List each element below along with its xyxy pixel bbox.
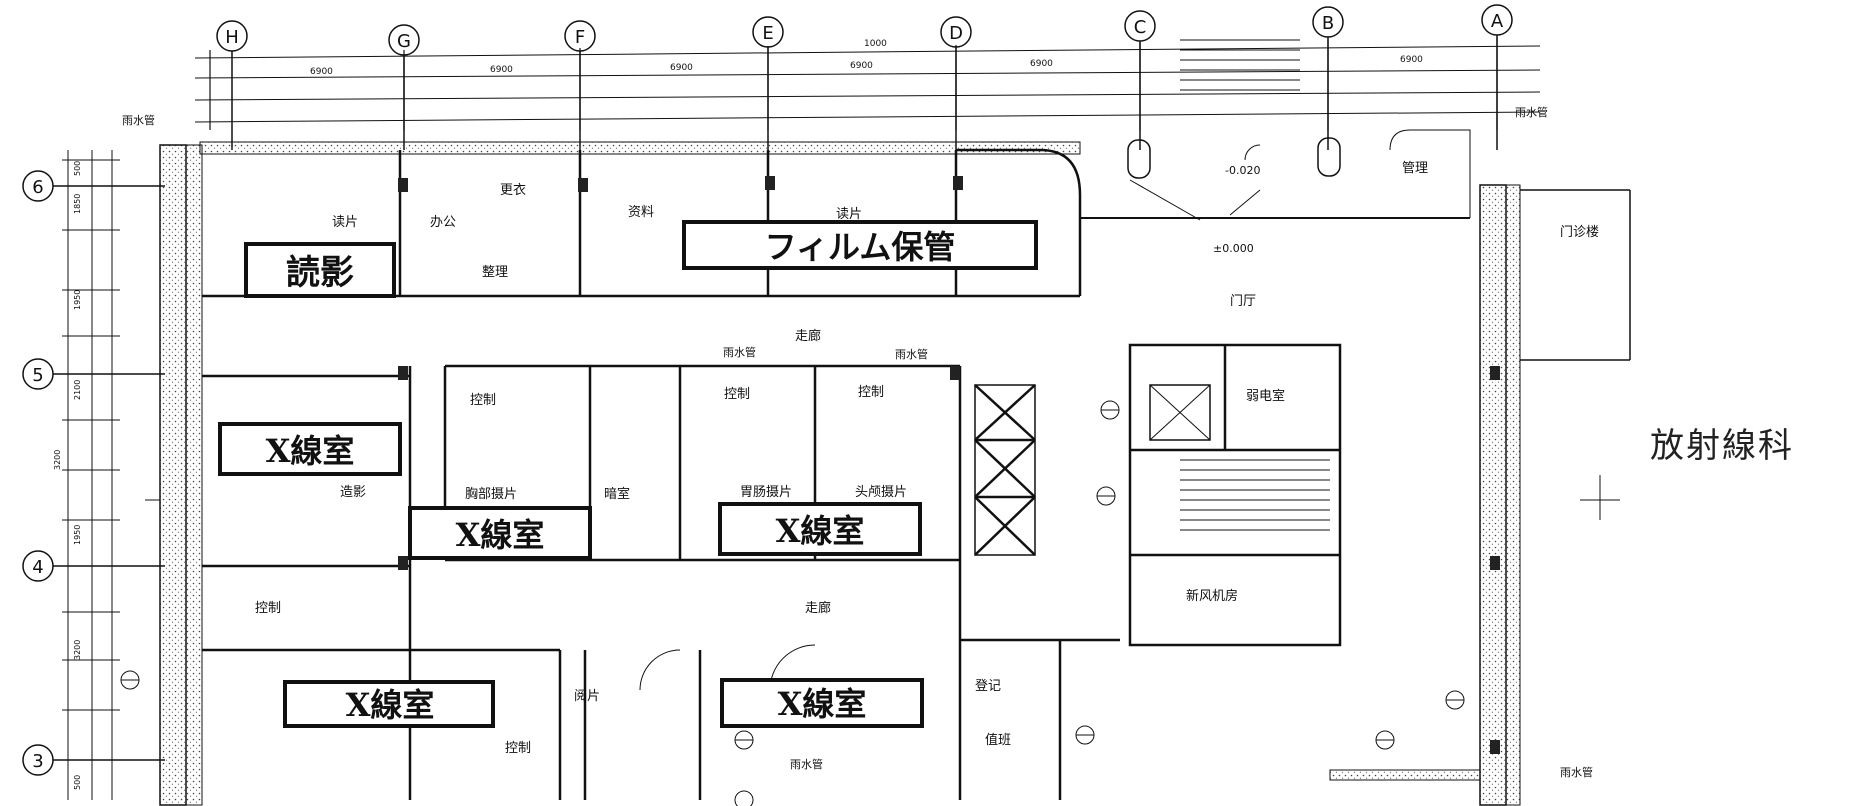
room-label-xray-1: X線室	[218, 422, 402, 476]
svg-text:X線室: X線室	[778, 685, 867, 723]
room-label-xray-4: X線室	[283, 680, 495, 728]
svg-text:控制: 控制	[505, 741, 531, 756]
svg-text:6900: 6900	[1400, 55, 1423, 65]
svg-text:A: A	[1491, 11, 1504, 32]
department-caption: 放射線科	[1650, 426, 1794, 466]
svg-text:值班: 值班	[985, 732, 1011, 748]
grid-axis-top: H G F E D C B A	[216, 4, 1513, 150]
svg-text:弱电室: 弱电室	[1246, 388, 1285, 404]
grid-axis-left: 6 5 4 3	[22, 170, 165, 776]
room-label-xray-2: X線室	[408, 506, 592, 560]
room-label-xray-5: X線室	[720, 678, 924, 728]
interior-walls	[202, 39, 1500, 800]
svg-text:6900: 6900	[670, 63, 693, 73]
svg-text:±0.000: ±0.000	[1213, 242, 1254, 255]
svg-text:门厅: 门厅	[1230, 294, 1256, 309]
svg-text:6900: 6900	[490, 65, 513, 75]
svg-text:暗室: 暗室	[604, 486, 630, 502]
svg-text:X線室: X線室	[456, 516, 545, 554]
svg-text:办公: 办公	[430, 215, 456, 230]
svg-text:雨水管: 雨水管	[723, 345, 756, 359]
svg-text:雨水管: 雨水管	[895, 347, 928, 361]
svg-text:フィルム保管: フィルム保管	[765, 228, 956, 266]
svg-text:新风机房: 新风机房	[1186, 588, 1238, 604]
svg-text:雨水管: 雨水管	[122, 113, 155, 127]
dimension-lines-top: 6900 6900 6900 6900 6900 6900 1000	[194, 38, 1541, 130]
svg-text:6900: 6900	[310, 67, 333, 77]
room-label-film-storage: フィルム保管	[682, 220, 1038, 270]
svg-text:控制: 控制	[470, 393, 496, 408]
svg-text:3: 3	[32, 751, 43, 772]
svg-text:読影: 読影	[286, 253, 354, 293]
room-label-xray-3: X線室	[718, 502, 922, 556]
svg-text:头颅摄片: 头颅摄片	[855, 485, 907, 500]
dimension-lines-left: 500 1850 3200 1950 2100 1950 3200 500	[53, 150, 120, 800]
svg-text:X線室: X線室	[776, 512, 865, 550]
exterior-walls	[159, 141, 1631, 806]
svg-text:1950: 1950	[73, 290, 82, 310]
svg-text:G: G	[397, 31, 411, 52]
small-labels: 读片 办公 更衣 资料 读片 整理 控制 控制 控制 控制 控制 暗室 阅片 造…	[122, 105, 1599, 779]
svg-text:走廊: 走廊	[795, 328, 821, 344]
svg-text:500: 500	[73, 775, 82, 790]
svg-text:5: 5	[32, 365, 43, 386]
svg-text:胸部摄片: 胸部摄片	[465, 487, 517, 502]
svg-text:管理: 管理	[1402, 161, 1428, 176]
svg-text:H: H	[225, 27, 239, 48]
svg-text:X線室: X線室	[266, 432, 355, 470]
svg-text:控制: 控制	[255, 601, 281, 616]
svg-text:控制: 控制	[858, 385, 884, 400]
svg-text:控制: 控制	[724, 387, 750, 402]
svg-text:3200: 3200	[53, 450, 62, 470]
svg-text:C: C	[1134, 17, 1147, 38]
svg-text:整理: 整理	[482, 265, 508, 280]
svg-text:雨水管: 雨水管	[790, 757, 823, 771]
svg-text:读片: 读片	[836, 207, 862, 222]
svg-text:走廊: 走廊	[805, 600, 831, 616]
svg-text:1950: 1950	[73, 525, 82, 545]
room-label-reading: 読影	[244, 242, 396, 298]
svg-text:D: D	[949, 23, 963, 44]
svg-text:6900: 6900	[1030, 59, 1053, 69]
svg-text:雨水管: 雨水管	[1560, 765, 1593, 779]
svg-text:读片: 读片	[332, 215, 358, 230]
svg-text:雨水管: 雨水管	[1515, 105, 1548, 119]
svg-text:-0.020: -0.020	[1225, 164, 1260, 177]
svg-text:更衣: 更衣	[500, 182, 526, 198]
svg-text:1850: 1850	[73, 194, 82, 214]
svg-text:500: 500	[73, 161, 82, 176]
svg-text:3200: 3200	[73, 640, 82, 660]
svg-text:4: 4	[32, 557, 43, 578]
svg-text:1000: 1000	[864, 39, 887, 49]
svg-text:6900: 6900	[850, 61, 873, 71]
svg-text:门诊楼: 门诊楼	[1560, 225, 1599, 240]
svg-text:X線室: X線室	[346, 686, 435, 724]
svg-text:6: 6	[32, 177, 43, 198]
axis-bubble-H: H	[216, 20, 248, 150]
svg-text:E: E	[762, 23, 773, 44]
svg-text:B: B	[1322, 13, 1334, 34]
svg-text:2100: 2100	[73, 380, 82, 400]
svg-text:F: F	[575, 27, 585, 48]
svg-text:造影: 造影	[340, 485, 366, 500]
svg-text:胃肠摄片: 胃肠摄片	[740, 485, 792, 500]
svg-text:资料: 资料	[628, 205, 654, 220]
svg-text:阅片: 阅片	[574, 689, 600, 704]
svg-text:登记: 登记	[975, 679, 1001, 694]
detail-callouts	[120, 400, 1620, 806]
